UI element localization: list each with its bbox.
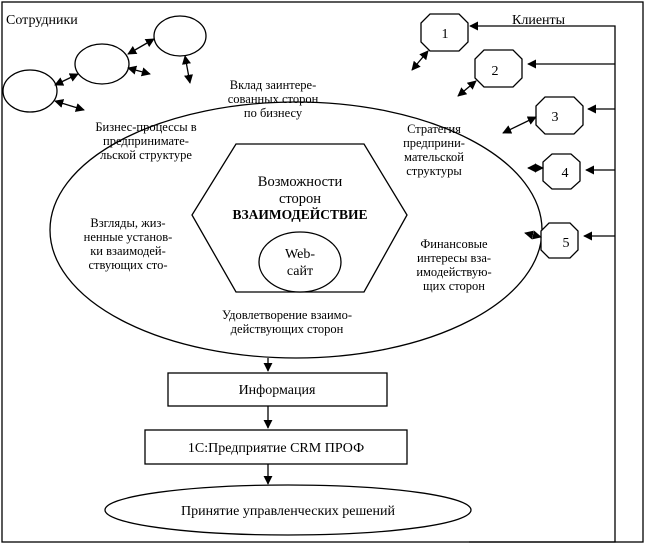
svg-text:структуры: структуры — [406, 164, 462, 178]
employee-link-2-3 — [54, 73, 79, 86]
website-label: Web- сайт — [285, 247, 315, 279]
employee-node-1 — [153, 15, 207, 57]
svg-text:действующих сторон: действующих сторон — [231, 322, 344, 336]
svg-text:по бизнесу: по бизнесу — [244, 106, 303, 120]
crm-box-label: 1С:Предприятие CRM ПРОФ — [188, 441, 364, 456]
client-node-1 — [420, 13, 469, 52]
client-number-5: 5 — [563, 236, 570, 251]
svg-text:Стратегия: Стратегия — [407, 122, 461, 136]
svg-text:предпринимате-: предпринимате- — [103, 134, 189, 148]
client-number-4: 4 — [562, 166, 569, 181]
svg-text:Бизнес-процессы в: Бизнес-процессы в — [95, 120, 196, 134]
employee-node-2 — [74, 43, 130, 85]
client-number-2: 2 — [492, 64, 499, 79]
crm-box — [144, 429, 408, 465]
feedback-line-main — [469, 21, 616, 543]
svg-text:имодействую-: имодействую- — [416, 265, 491, 279]
svg-text:предприни-: предприни- — [403, 136, 465, 150]
interaction-hexagon — [191, 143, 408, 293]
client-number-1: 1 — [442, 27, 449, 42]
svg-text:Взгляды, жиз-: Взгляды, жиз- — [90, 216, 165, 230]
client-link-3 — [502, 116, 537, 134]
info-box-label: Информация — [239, 383, 316, 398]
svg-text:сованных сторон: сованных сторон — [228, 92, 319, 106]
decision-ellipse — [104, 484, 472, 536]
employee-link-1-2 — [127, 38, 155, 55]
svg-text:льской структуре: льской структуре — [100, 148, 192, 162]
svg-text:интересы вза-: интересы вза- — [417, 251, 491, 265]
svg-text:Web-: Web- — [285, 247, 315, 262]
label-enterprise-strategy: Стратегия предприни- мательской структур… — [403, 122, 465, 178]
hexagon-label: Возможности сторон ВЗАИМОДЕЙСТВИЕ — [232, 174, 367, 222]
employee-link-2-ellipse — [127, 65, 151, 77]
client-node-3 — [535, 96, 584, 135]
label-stakeholder-contribution: Вклад заинтере- сованных сторон по бизне… — [228, 78, 319, 120]
label-views-attitudes: Взгляды, жиз- ненные установ- ки взаимод… — [84, 216, 173, 272]
svg-text:ВЗАИМОДЕЙСТВИЕ: ВЗАИМОДЕЙСТВИЕ — [232, 207, 367, 222]
client-link-2 — [457, 80, 477, 97]
svg-text:ки взаимодей-: ки взаимодей- — [90, 244, 166, 258]
employee-link-3-ellipse — [54, 99, 85, 112]
client-node-5 — [540, 222, 579, 259]
label-stakeholder-satisfaction: Удовлетворение взаимо- действующих сторо… — [222, 308, 352, 336]
label-business-processes: Бизнес-процессы в предпринимате- льской … — [95, 120, 196, 162]
client-number-3: 3 — [552, 110, 559, 125]
client-link-1 — [411, 50, 429, 71]
employee-node-3 — [2, 69, 58, 113]
svg-text:щих сторон: щих сторон — [423, 279, 485, 293]
client-node-2 — [474, 49, 523, 88]
website-ellipse — [258, 231, 342, 293]
svg-text:ствующих сто-: ствующих сто- — [88, 258, 167, 272]
svg-text:Финансовые: Финансовые — [420, 237, 488, 251]
outer-frame — [1, 1, 644, 543]
svg-text:Возможности: Возможности — [258, 174, 343, 190]
employees-label: Сотрудники — [6, 13, 78, 28]
decision-label: Принятие управленческих решений — [181, 504, 395, 519]
svg-text:Вклад заинтере-: Вклад заинтере- — [230, 78, 317, 92]
svg-text:сторон: сторон — [279, 191, 321, 207]
clients-label: Клиенты — [512, 13, 566, 28]
svg-text:мательской: мательской — [404, 150, 464, 164]
label-financial-interests: Финансовые интересы вза- имодействую- щи… — [416, 237, 491, 293]
svg-text:Удовлетворение взаимо-: Удовлетворение взаимо- — [222, 308, 352, 322]
client-link-5 — [524, 230, 542, 240]
svg-text:сайт: сайт — [287, 264, 313, 279]
svg-text:ненные установ-: ненные установ- — [84, 230, 173, 244]
info-box — [167, 372, 388, 407]
employee-link-1-ellipse — [182, 55, 193, 84]
